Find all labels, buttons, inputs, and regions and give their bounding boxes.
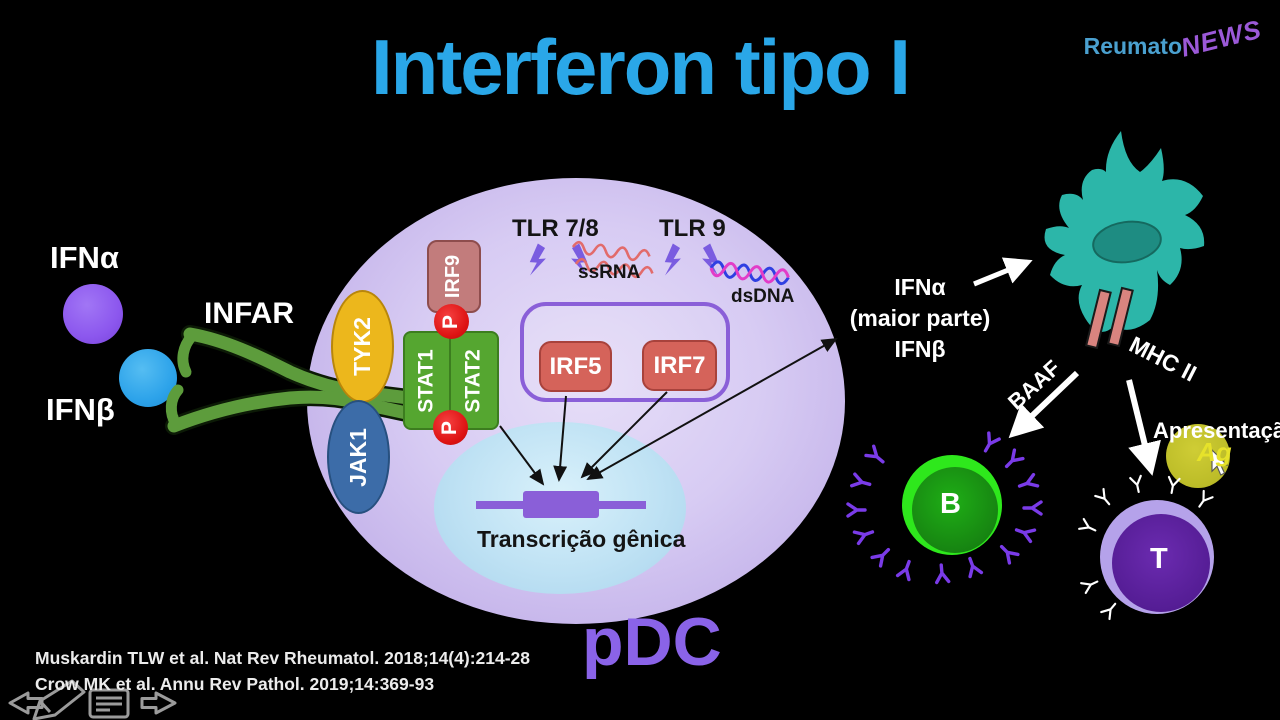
ifn-beta-label: IFNβ (46, 392, 115, 427)
antigen-label: Ag (1197, 437, 1232, 467)
tcell-receptor-icons (1078, 474, 1214, 621)
back-arrow-icon[interactable] (8, 691, 44, 715)
logo-part1: Reumato (1083, 33, 1182, 59)
phospho-top: P (434, 304, 469, 339)
tyk2-protein: TYK2 (331, 290, 394, 403)
b-cell-label: B (940, 488, 961, 520)
brand-logo: ReumatoNEWS (1083, 14, 1265, 63)
references: Muskardin TLW et al. Nat Rev Rheumatol. … (35, 645, 530, 697)
ssrna-label: ssRNA (578, 262, 641, 283)
ssrna-wave-icon (571, 240, 654, 279)
ifn-alpha-molecule (63, 284, 123, 344)
forward-arrow-icon[interactable] (140, 691, 177, 715)
secreted-line1: IFNα (894, 274, 946, 300)
baaf-arrow (1008, 370, 1080, 439)
secretion-arrow (973, 257, 1033, 287)
apresentacao-label: Apresentação (1153, 418, 1280, 443)
mhc-molecule-icon (1084, 286, 1134, 350)
tlr78-label: TLR 7/8 (512, 215, 599, 242)
ifn-alpha-label: IFNα (50, 240, 119, 275)
reference-line: Muskardin TLW et al. Nat Rev Rheumatol. … (35, 648, 531, 668)
dsdna-helix-icon (709, 260, 790, 286)
notes-icon[interactable] (88, 688, 130, 719)
t-cell-inner (1112, 514, 1210, 612)
secreted-line2: (maior parte) (849, 305, 991, 331)
jak1-protein: JAK1 (327, 400, 390, 514)
mhc-to-tcell-arrow (1126, 379, 1161, 476)
receptor-label: INFAR (204, 297, 294, 330)
mouse-pointer-icon (1211, 448, 1229, 476)
transcription-arrows (499, 338, 838, 486)
gene-box (523, 491, 599, 518)
tlr9-label: TLR 9 (659, 215, 726, 242)
stat2-protein: STAT2 (449, 331, 499, 430)
phospho-bottom: P (433, 410, 468, 445)
dendritic-cell-icon (1044, 131, 1205, 332)
b-cell-inner (912, 467, 998, 553)
irf9-protein: IRF9 (427, 240, 481, 313)
transcription-label: Transcrição gênica (477, 526, 686, 552)
secreted-ifn-label: IFNα (maior parte) IFNβ (840, 272, 1000, 365)
infar-receptor-icon (165, 325, 434, 435)
reference-line: Crow MK et al. Annu Rev Pathol. 2019;14:… (35, 674, 435, 694)
pdc-label: pDC (582, 604, 722, 680)
pen-icon[interactable] (32, 679, 86, 720)
ifn-beta-molecule (119, 349, 177, 407)
dsdna-label: dsDNA (731, 286, 795, 307)
t-cell-label: T (1150, 543, 1168, 575)
antigen-circle (1166, 424, 1230, 488)
page-title: Interferon tipo I (371, 23, 911, 111)
secreted-line3: IFNβ (894, 336, 946, 362)
